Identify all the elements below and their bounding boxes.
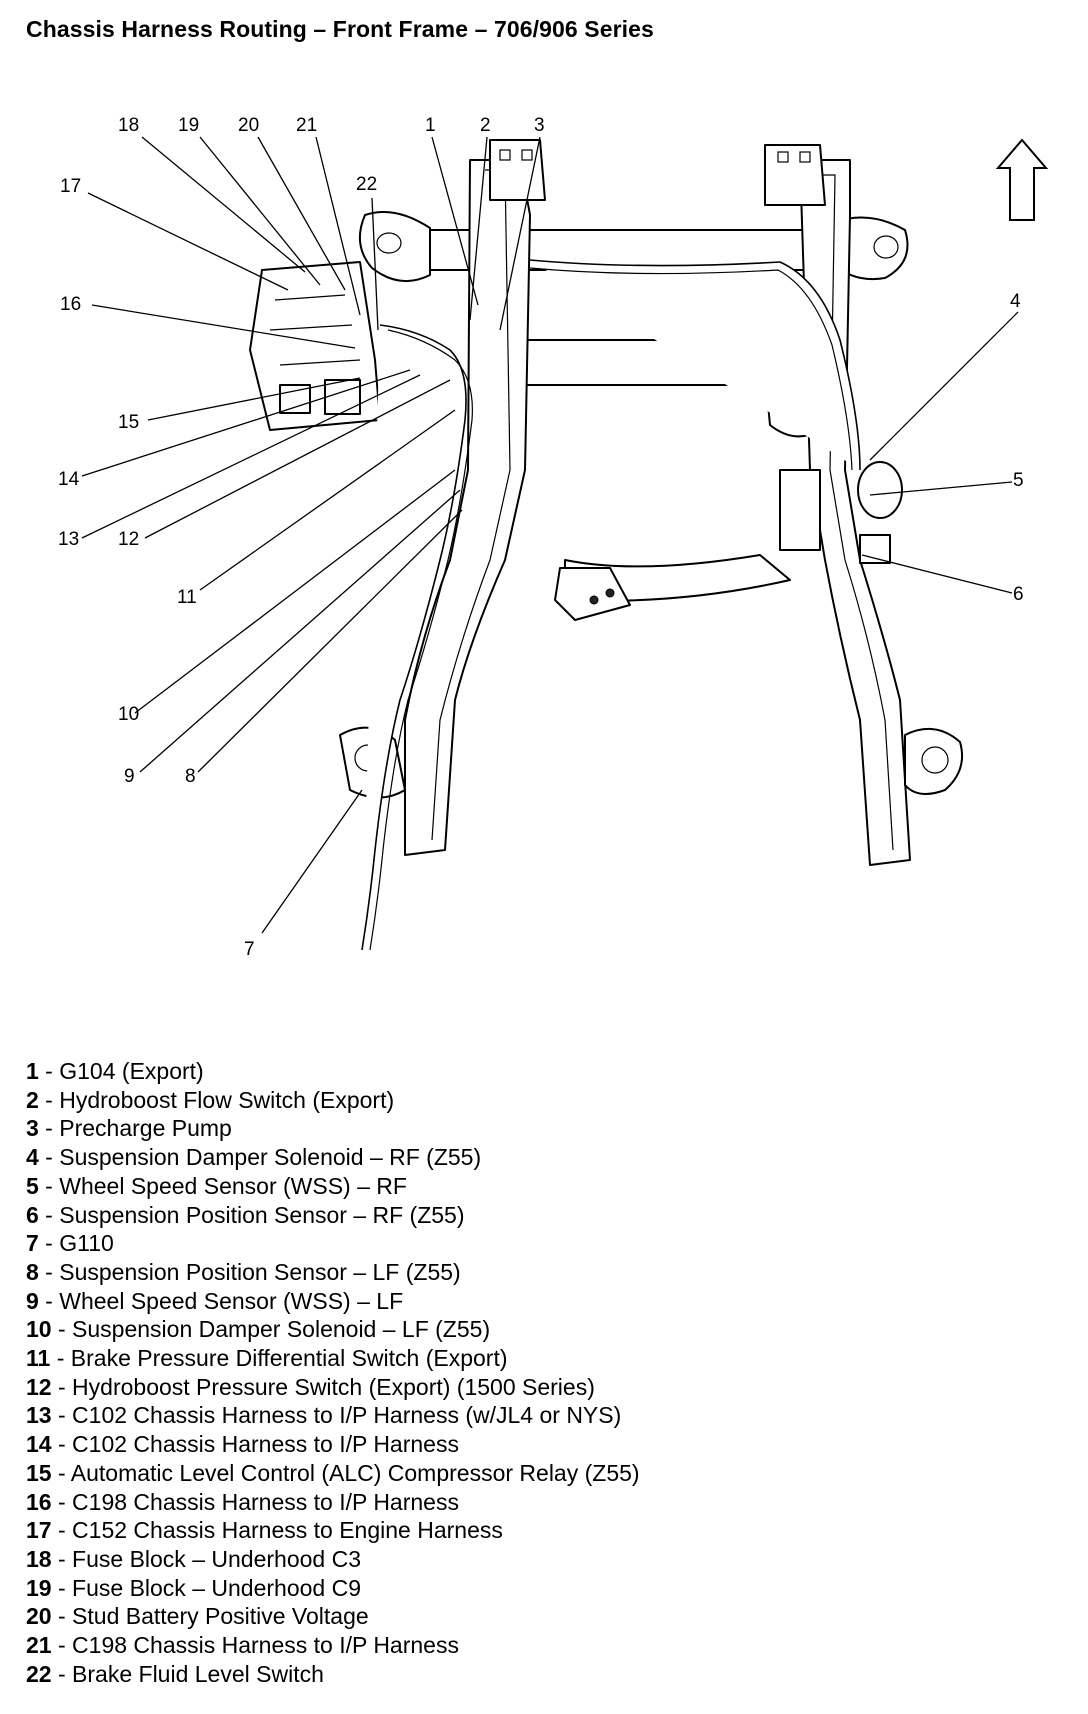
callout-3: 3 [534,115,545,136]
callout-19: 19 [178,115,199,136]
callout-1: 1 [425,115,436,136]
legend-item: 22 - Brake Fluid Level Switch [26,1660,324,1687]
frame-harness-diagram: 1 2 3 4 5 6 7 8 9 10 11 12 13 14 15 16 1… [58,115,1049,960]
component-legend: 1 - G104 (Export) 2 - Hydroboost Flow Sw… [26,1057,640,1688]
legend-item: 6 - Suspension Position Sensor – RF (Z55… [26,1201,465,1228]
legend-item: 7 - G110 [26,1230,114,1257]
legend-item: 12 - Hydroboost Pressure Switch (Export)… [26,1373,595,1400]
front-frame-drawing [249,139,964,951]
legend-item: 9 - Wheel Speed Sensor (WSS) – LF [26,1287,404,1314]
legend-item: 1 - G104 (Export) [26,1058,204,1084]
legend-item: 19 - Fuse Block – Underhood C9 [26,1574,361,1601]
callout-12: 12 [118,529,139,550]
page-title: Chassis Harness Routing – Front Frame – … [26,16,654,42]
callout-18: 18 [118,115,139,136]
leader-lines [81,136,1019,934]
legend-item: 13 - C102 Chassis Harness to I/P Harness… [26,1402,622,1429]
callout-11: 11 [177,587,197,608]
callout-16: 16 [60,294,81,315]
callout-8: 8 [185,766,196,787]
legend-item: 21 - C198 Chassis Harness to I/P Harness [26,1632,459,1659]
legend-item: 4 - Suspension Damper Solenoid – RF (Z55… [26,1144,482,1171]
legend-item: 15 - Automatic Level Control (ALC) Compr… [26,1459,640,1486]
legend-item: 10 - Suspension Damper Solenoid – LF (Z5… [26,1316,491,1343]
callout-10: 10 [118,704,139,725]
legend-item: 8 - Suspension Position Sensor – LF (Z55… [26,1258,461,1285]
callout-4: 4 [1010,291,1021,312]
legend-item: 20 - Stud Battery Positive Voltage [26,1603,369,1630]
callout-13: 13 [58,529,79,550]
callout-20: 20 [238,115,259,136]
callout-22: 22 [356,174,377,195]
legend-item: 5 - Wheel Speed Sensor (WSS) – RF [26,1172,407,1199]
legend-item: 17 - C152 Chassis Harness to Engine Harn… [26,1517,503,1544]
callout-5: 5 [1013,470,1024,491]
callout-9: 9 [124,766,135,787]
callout-2: 2 [480,115,491,136]
legend-item: 11 - Brake Pressure Differential Switch … [26,1345,508,1372]
callout-6: 6 [1013,584,1024,605]
legend-item: 18 - Fuse Block – Underhood C3 [26,1545,361,1572]
callout-21: 21 [296,115,317,136]
callout-labels: 1 2 3 4 5 6 7 8 9 10 11 12 13 14 15 16 1… [58,115,1024,960]
callout-15: 15 [118,412,139,433]
callout-14: 14 [58,469,80,490]
legend-item: 3 - Precharge Pump [26,1115,232,1142]
legend-item: 14 - C102 Chassis Harness to I/P Harness [26,1431,459,1458]
legend-item: 16 - C198 Chassis Harness to I/P Harness [26,1488,459,1515]
legend-item: 2 - Hydroboost Flow Switch (Export) [26,1086,395,1113]
callout-7: 7 [244,939,255,960]
up-arrow-icon [995,138,1049,221]
callout-17: 17 [60,176,81,197]
